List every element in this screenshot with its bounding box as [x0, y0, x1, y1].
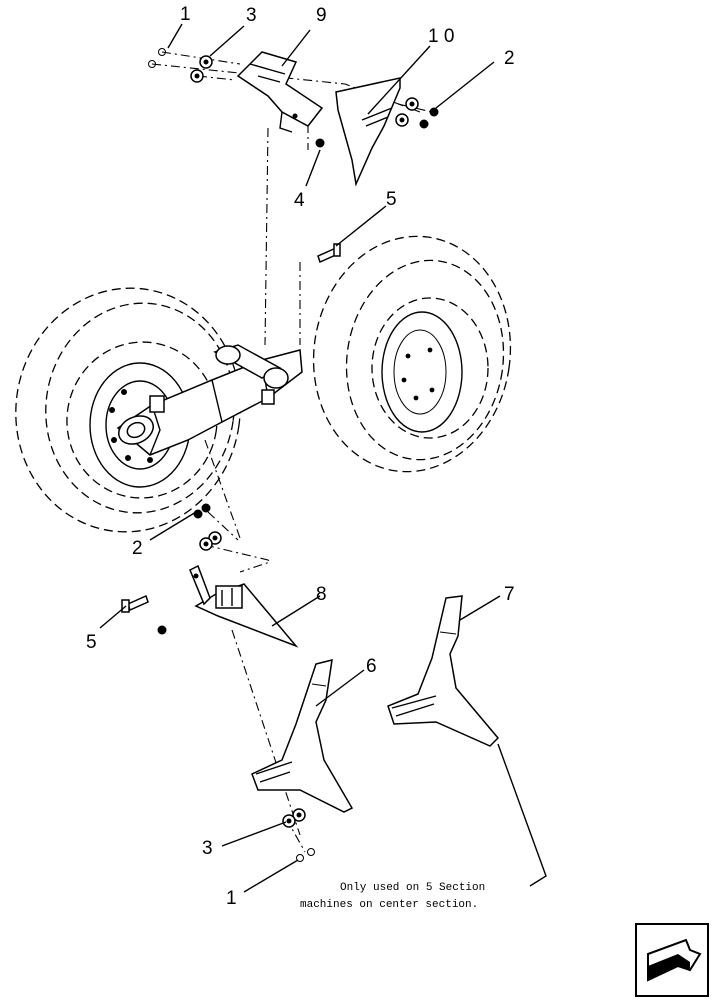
part-9-bracket: [236, 51, 324, 133]
callout-2-top: 2: [504, 48, 515, 69]
bolt-part-5-lower: [121, 594, 149, 613]
bolt-part-5-top: [317, 243, 341, 264]
assembly-lines: [151, 51, 433, 853]
callout-5-mid: 5: [86, 632, 97, 653]
callout-9: 9: [316, 5, 327, 26]
part-7-shield: [387, 595, 500, 747]
usage-note-line-1: Only used on 5 Section: [340, 882, 485, 894]
callout-1-bot: 1: [226, 888, 237, 909]
next-page-arrow-icon[interactable]: [635, 923, 709, 997]
right-wheel: [312, 235, 512, 473]
part-6-shield: [251, 658, 354, 813]
callout-10: 1 0: [428, 26, 454, 47]
usage-note-line-2: machines on center section.: [300, 899, 478, 911]
callout-6: 6: [366, 656, 377, 677]
leader-lines: [99, 23, 547, 893]
walking-beam-axle: [116, 344, 303, 456]
hardware: [148, 48, 439, 862]
left-wheel: [15, 287, 241, 533]
callout-8: 8: [316, 584, 327, 605]
part-10-shield: [335, 77, 401, 187]
part-8-shield: [189, 564, 299, 648]
callout-4: 4: [294, 190, 305, 211]
callout-numbers: 1 3 9 1 0 2 4 5 2 5 8 7 6 3 1: [86, 4, 515, 909]
callout-1-top: 1: [180, 4, 191, 25]
callout-5-top: 5: [386, 189, 397, 210]
usage-note: Only used on 5 Section machines on cente…: [300, 882, 485, 911]
callout-3-top: 3: [246, 5, 257, 26]
callout-3-bot: 3: [202, 838, 213, 859]
callout-7: 7: [504, 584, 515, 605]
callout-2-mid: 2: [132, 538, 143, 559]
